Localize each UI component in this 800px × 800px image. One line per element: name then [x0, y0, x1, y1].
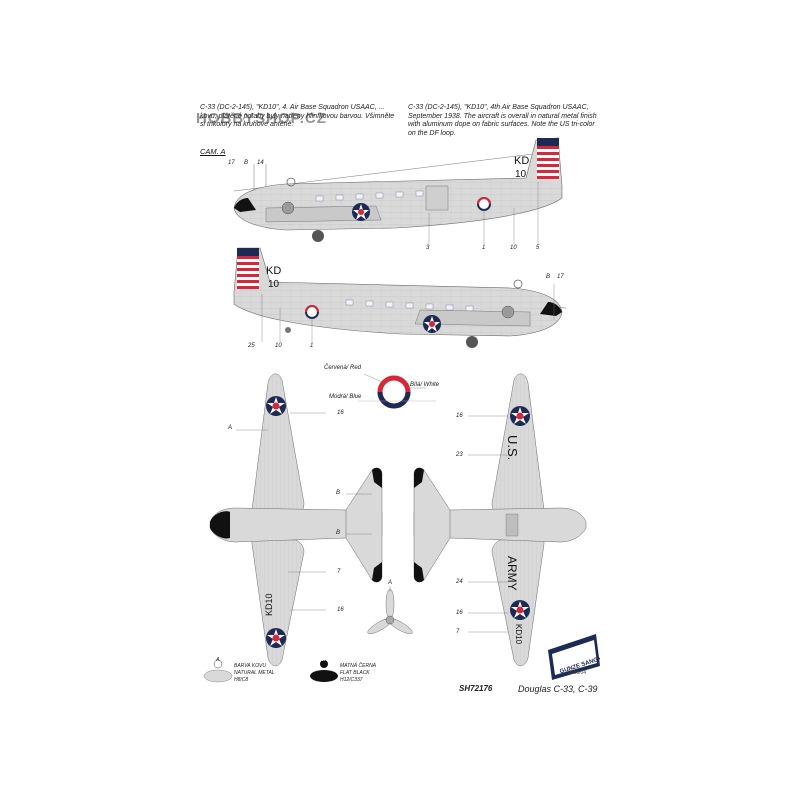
watermark: HOBBYSHOP.CZ	[196, 110, 327, 127]
callout-16-top-2: 16	[337, 607, 344, 613]
callout-1-2: 1	[310, 343, 314, 349]
color-legend	[203, 659, 338, 683]
wing-code-bottom: KD10	[514, 624, 523, 645]
wing-roundel-bottom-1	[510, 406, 530, 426]
plan-view-top: KD10	[209, 373, 383, 667]
tail-number-2: 10	[268, 279, 280, 290]
legend-a-line1: BARVA KOVU	[234, 663, 266, 669]
callout-10-2: 10	[275, 343, 282, 349]
callout-b-2: B	[546, 274, 551, 280]
english-note: C-33 (DC-2-145), "KD10", 4th Air Base Sq…	[408, 104, 597, 137]
legend-a-letter: A	[216, 657, 220, 663]
side-view-left: KD 10	[233, 137, 563, 244]
callout-a: A	[228, 425, 233, 431]
fuselage-roundel-1	[352, 203, 370, 221]
legend-white: Bílá/ White	[410, 382, 440, 388]
tail-code: KD	[514, 155, 529, 167]
callout-5: 5	[536, 245, 540, 251]
legend-b-line3: H12/C337	[340, 677, 363, 683]
tail-code-2: KD	[266, 265, 281, 277]
callout-b: B	[244, 160, 249, 166]
product-sku: SH72176	[459, 684, 493, 693]
legend-a-line2: NATURAL METAL	[234, 670, 275, 676]
wing-roundel-top-1	[266, 396, 286, 416]
propeller-detail	[367, 586, 413, 635]
callout-16-top: 16	[337, 410, 344, 416]
wing-roundel-bottom-2	[510, 600, 530, 620]
date-code: 2008/04	[568, 670, 587, 676]
roundel-color-legend	[358, 373, 436, 409]
fuselage-roundel-2	[423, 315, 441, 333]
callout-3: 3	[426, 245, 430, 251]
swatch-natural-metal	[203, 669, 233, 683]
legend-a-line3: H8/C8	[234, 677, 249, 683]
us-marking: U.S.	[505, 435, 520, 460]
callout-7-top: 7	[337, 569, 341, 575]
callout-17: 17	[228, 160, 235, 166]
tail-number: 10	[515, 169, 527, 180]
callout-17-2: 17	[557, 274, 564, 280]
callout-7-bottom: 7	[456, 629, 460, 635]
legend-b-line2: FLAT BLACK	[340, 670, 370, 676]
callout-14: 14	[257, 160, 264, 166]
cam-label: CAM. A	[200, 147, 226, 156]
side-view-right: KD 10	[233, 247, 567, 348]
legend-b-line1: MATNÁ ČERNÁ	[340, 663, 377, 669]
callout-16-bottom: 16	[456, 413, 463, 419]
swatch-flat-black	[310, 670, 338, 682]
wing-roundel-top-2	[266, 628, 286, 648]
plan-view-bottom: U.S. ARMY KD10	[413, 373, 587, 667]
aircraft-drawings: KD 10	[203, 137, 600, 683]
instruction-sheet: HOBBYSHOP.CZ C-33 (DC-2-145), "KD10", 4.…	[196, 98, 600, 702]
callout-16-bottom-2: 16	[456, 610, 463, 616]
rudder-stripes	[537, 138, 559, 179]
czech-note: C-33 (DC-2-145), "KD10", 4. Air Base Squ…	[200, 104, 395, 129]
callout-b-top-1: B	[336, 490, 341, 496]
callout-1: 1	[482, 245, 486, 251]
legend-blue: Modrá/ Blue	[329, 394, 362, 400]
army-marking: ARMY	[505, 556, 519, 591]
legend-b-letter: B	[322, 657, 326, 663]
callout-prop-a: A	[388, 580, 393, 586]
product-title: Douglas C-33, C-39	[518, 684, 598, 694]
callout-b-top-2: B	[336, 530, 341, 536]
callout-23: 23	[456, 452, 463, 458]
callout-25: 25	[248, 343, 255, 349]
legend-red: Červená/ Red	[324, 365, 362, 371]
callout-10: 10	[510, 245, 517, 251]
wing-code-top: KD10	[264, 593, 274, 616]
callout-24: 24	[456, 579, 463, 585]
rudder-stripes-2	[237, 248, 259, 289]
